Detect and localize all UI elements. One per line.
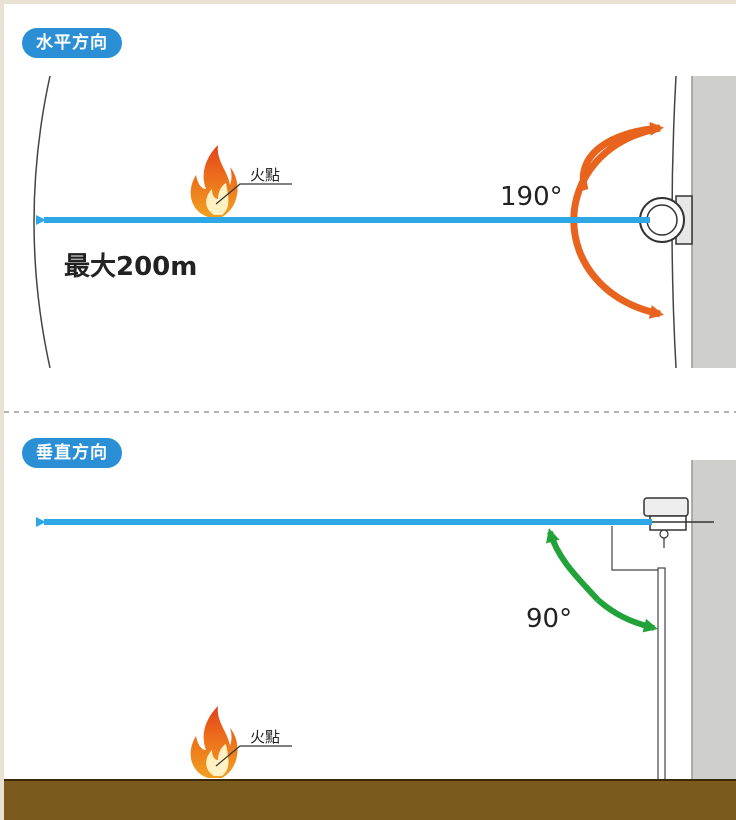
vertical-section bbox=[4, 460, 736, 820]
vertical-angle-label: 90° bbox=[526, 604, 573, 634]
support-pole bbox=[657, 567, 666, 781]
wall-top bbox=[692, 76, 736, 368]
ground bbox=[4, 780, 736, 820]
horizontal-direction-tag: 水平方向 bbox=[22, 28, 122, 58]
flame-icon bbox=[190, 145, 238, 217]
fire-point-label: 火點 bbox=[250, 166, 281, 184]
wall-bottom bbox=[692, 460, 736, 780]
horizontal-angle-label: 190° bbox=[500, 182, 563, 212]
flame-icon bbox=[190, 706, 238, 778]
horizontal-section bbox=[33, 75, 736, 369]
vertical-direction-tag: 垂直方向 bbox=[22, 438, 122, 468]
range-boundary-arc bbox=[33, 75, 51, 369]
fire-monitor-side-icon bbox=[640, 497, 714, 548]
support-bracket bbox=[611, 526, 658, 571]
fire-label-leader bbox=[215, 183, 292, 205]
rotation-arc-vertical bbox=[546, 528, 601, 603]
fire-label-leader bbox=[215, 745, 292, 767]
max-range-label: 最大200m bbox=[64, 252, 198, 282]
fire-point-label: 火點 bbox=[250, 728, 281, 746]
